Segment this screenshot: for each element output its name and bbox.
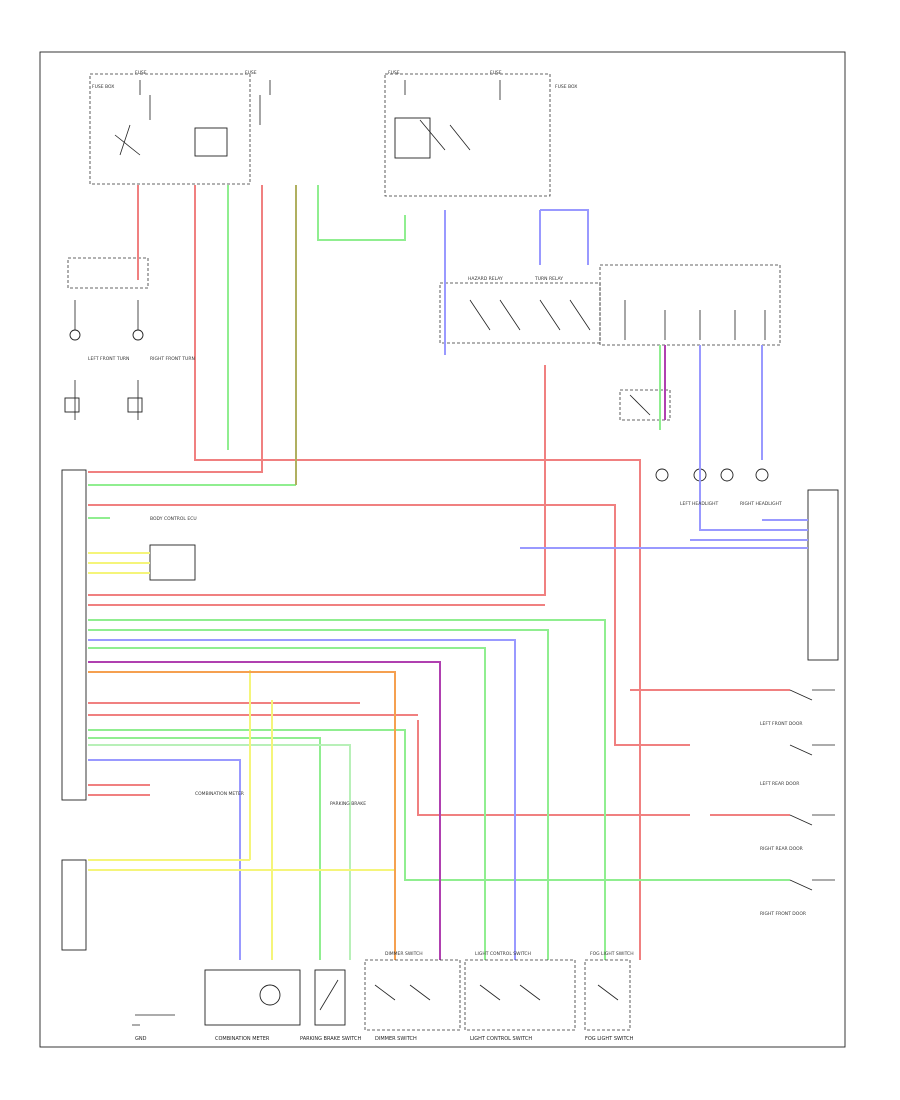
label-hazard-relay: HAZARD RELAY: [468, 276, 503, 282]
wire-violet-6: [88, 639, 516, 960]
wire-green-11: [88, 744, 351, 960]
wire-red-4: [88, 504, 690, 746]
wire-green-8: [88, 729, 790, 881]
label-right-front-turn: RIGHT FRONT TURN: [150, 356, 195, 362]
fuse-label-1: FUSE: [135, 70, 147, 76]
fuse-box-mid: [384, 73, 551, 197]
wire-purple-1: [88, 661, 441, 960]
wire-red-5: [88, 365, 546, 596]
label-light-control-switch: LIGHT CONTROL SWITCH: [475, 951, 531, 957]
door-switches: [789, 689, 835, 891]
wire-yellow-4: [88, 670, 251, 861]
label-left-rear-door: LEFT REAR DOOR: [760, 781, 799, 787]
relay-block: [439, 282, 601, 344]
footer-fog-light: FOG LIGHT SWITCH: [585, 1036, 634, 1042]
wire-green-2: [317, 185, 406, 241]
fuse-label-3: FUSE: [388, 70, 400, 76]
bottom-components: [132, 959, 631, 1031]
wire-violet-8: [699, 345, 808, 531]
footer-combination-meter: COMBINATION METER: [215, 1036, 270, 1042]
label-left-front-turn: LEFT FRONT TURN: [88, 356, 129, 362]
label-right-rear-door: RIGHT REAR DOOR: [760, 846, 803, 852]
fuse-label-4: FUSE: [490, 70, 502, 76]
wire-green-7: [88, 647, 486, 960]
label-right-front-door: RIGHT FRONT DOOR: [760, 911, 806, 917]
right-connector-block: [599, 264, 781, 346]
label-fuse-box-b: FUSE BOX: [555, 84, 577, 90]
label-dimmer-switch: DIMMER SWITCH: [385, 951, 423, 957]
label-body-ecu: BODY CONTROL ECU: [150, 516, 197, 522]
wire-green-9: [88, 737, 321, 960]
label-parking-brake: PARKING BRAKE: [330, 801, 366, 807]
wire-yellow-5: [88, 869, 396, 960]
wire-green-5: [88, 619, 606, 960]
small-relay: [619, 389, 671, 421]
fuse-box-left: [89, 73, 271, 185]
label-left-front-door: LEFT FRONT DOOR: [760, 721, 803, 727]
label-fog-light-switch: FOG LIGHT SWITCH: [590, 951, 634, 957]
footer-ground: GND: [135, 1036, 147, 1042]
label-fuse-box-a: FUSE BOX: [92, 84, 114, 90]
footer-parking-brake: PARKING BRAKE SWITCH: [300, 1036, 362, 1042]
wire-violet-7: [88, 759, 241, 960]
label-combination-meter: COMBINATION METER: [195, 791, 244, 797]
label-turn-relay: TURN RELAY: [534, 276, 563, 282]
right-ecu-connector: [807, 489, 839, 661]
label-left-headlight: LEFT HEADLIGHT: [680, 501, 719, 507]
left-lamp-group: [64, 257, 149, 420]
footer-dimmer-switch: DIMMER SWITCH: [375, 1036, 417, 1042]
label-right-headlight: RIGHT HEADLIGHT: [740, 501, 782, 507]
wire-red-2: [194, 185, 641, 960]
wire-violet-2: [539, 209, 589, 265]
headlight-pair: [655, 468, 769, 482]
wire-red-3: [88, 185, 263, 473]
fuse-label-2: FUSE: [245, 70, 257, 76]
body-ecu-box: [61, 469, 196, 951]
wire-red-12: [417, 720, 690, 816]
footer-light-control: LIGHT CONTROL SWITCH: [470, 1036, 532, 1042]
wire-orange-1: [88, 671, 396, 960]
wire-violet-5: [761, 345, 808, 521]
diagram-frame: [39, 51, 846, 1048]
wire-green-6: [88, 629, 549, 960]
